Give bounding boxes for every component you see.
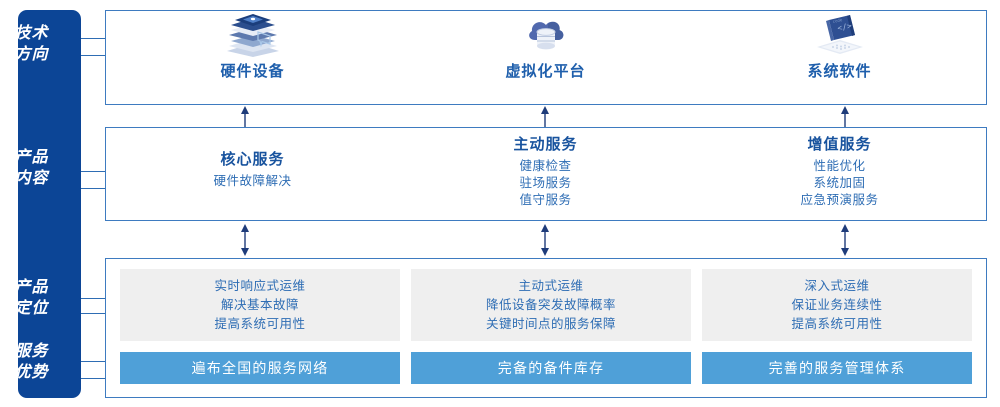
position-line: 主动式运维 [518, 279, 584, 293]
sidebar-label-line2: 定位 [14, 300, 49, 317]
advantage-bar[interactable]: 完善的服务管理体系 [702, 352, 972, 384]
sidebar-label-line2: 方向 [14, 46, 49, 63]
tech-title: 系统软件 [807, 63, 872, 80]
tech-column-virtualization[interactable]: 虚拟化平台 [428, 0, 663, 95]
sidebar-label-line1: 产品 [14, 279, 49, 296]
category-sidebar [18, 10, 81, 398]
content-item: 性能优化 [813, 159, 866, 173]
position-card[interactable]: 主动式运维 降低设备突发故障概率 关键时间点的服务保障 [411, 269, 691, 341]
connector-content-top [81, 171, 106, 172]
content-title: 增值服务 [807, 136, 872, 153]
tech-column-hardware[interactable]: 硬件设备 [135, 0, 370, 95]
position-line: 提高系统可用性 [214, 317, 306, 331]
tech-column-system-software[interactable]: </> code 系统软件 [722, 0, 957, 95]
position-line: 降低设备突发故障概率 [485, 298, 616, 312]
connector-position-top [81, 298, 106, 299]
position-card[interactable]: 实时响应式运维 解决基本故障 提高系统可用性 [120, 269, 400, 341]
arrow-updown-icon [838, 224, 852, 261]
position-line: 实时响应式运维 [214, 279, 306, 293]
content-item-list: 硬件故障解决 [135, 173, 370, 190]
product-content-section [105, 127, 987, 221]
sidebar-label-line2: 优势 [14, 364, 49, 381]
sidebar-label-line1: 技术 [14, 25, 49, 42]
content-title: 核心服务 [220, 151, 285, 168]
arrow-up-icon [838, 106, 852, 132]
server-stack-icon [222, 10, 284, 58]
position-line: 提高系统可用性 [791, 317, 883, 331]
svg-text:code: code [832, 17, 843, 24]
position-line: 保证业务连续性 [791, 298, 883, 312]
content-item: 驻场服务 [519, 176, 572, 190]
tech-title: 硬件设备 [220, 63, 285, 80]
sidebar-item-service-advantage[interactable]: 服务 优势 [0, 341, 63, 383]
position-card[interactable]: 深入式运维 保证业务连续性 提高系统可用性 [702, 269, 972, 341]
sidebar-item-tech-direction[interactable]: 技术 方向 [0, 23, 63, 65]
content-item: 应急预演服务 [800, 193, 879, 207]
content-column-core-service[interactable]: 核心服务 硬件故障解决 [135, 148, 370, 242]
sidebar-label-line1: 产品 [14, 149, 49, 166]
content-item: 健康检查 [519, 159, 572, 173]
advantage-bar[interactable]: 遍布全国的服务网络 [120, 352, 400, 384]
position-line: 关键时间点的服务保障 [485, 317, 616, 331]
connector-content-bottom [81, 188, 106, 189]
connector-advantage-bottom [81, 378, 106, 379]
content-item: 值守服务 [519, 193, 572, 207]
sidebar-label-line2: 内容 [14, 170, 49, 187]
content-column-active-service[interactable]: 主动服务 健康检查 驻场服务 值守服务 [428, 133, 663, 227]
content-item-list: 健康检查 驻场服务 值守服务 [428, 158, 663, 209]
connector-tech-bottom [81, 55, 106, 56]
content-item-list: 性能优化 系统加固 应急预演服务 [722, 158, 957, 209]
sidebar-item-product-content[interactable]: 产品 内容 [0, 147, 63, 189]
sidebar-item-product-position[interactable]: 产品 定位 [0, 277, 63, 319]
arrow-updown-icon [538, 224, 552, 261]
sidebar-label-line1: 服务 [14, 343, 49, 360]
content-title: 主动服务 [513, 136, 578, 153]
content-column-value-added-service[interactable]: 增值服务 性能优化 系统加固 应急预演服务 [722, 133, 957, 227]
laptop-code-icon: </> code [809, 10, 871, 58]
tech-title: 虚拟化平台 [505, 63, 586, 80]
arrow-updown-icon [238, 224, 252, 261]
product-position-advantage-section: 实时响应式运维 解决基本故障 提高系统可用性 主动式运维 降低设备突发故障概率 … [105, 258, 987, 398]
content-item: 硬件故障解决 [213, 174, 292, 188]
advantage-bar[interactable]: 完备的备件库存 [411, 352, 691, 384]
position-line: 解决基本故障 [220, 298, 299, 312]
connector-tech-top [81, 38, 106, 39]
content-item: 系统加固 [813, 176, 866, 190]
svg-text:</>: </> [836, 21, 852, 33]
cloud-database-icon [515, 10, 577, 58]
connector-position-bottom [81, 313, 106, 314]
position-line: 深入式运维 [804, 279, 870, 293]
arrow-up-icon [538, 106, 552, 132]
arrow-up-icon [238, 106, 252, 132]
connector-advantage-top [81, 361, 106, 362]
